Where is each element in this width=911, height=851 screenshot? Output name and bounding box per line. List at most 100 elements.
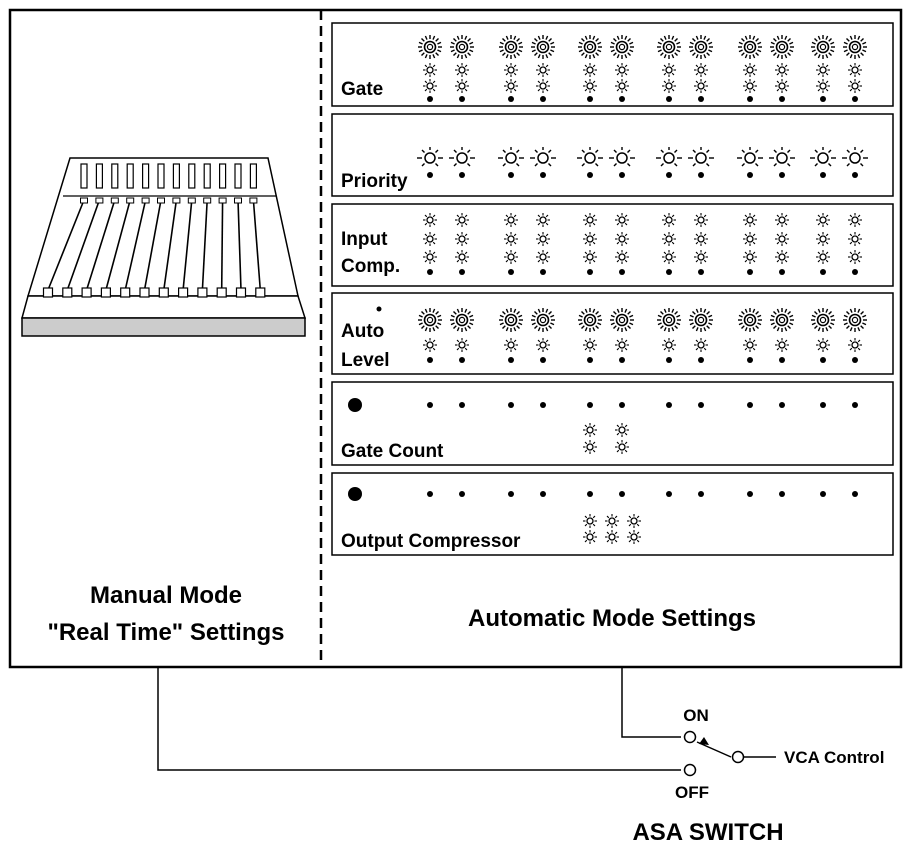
- priority-dot: [779, 172, 785, 178]
- gate-dot: [427, 96, 433, 102]
- gate-lamp-large: [810, 34, 836, 60]
- auto-level-lamp-large: [609, 307, 635, 333]
- input-comp-lamp: [742, 231, 758, 247]
- input-comp-lamp: [535, 212, 551, 228]
- fader-meter: [249, 163, 257, 189]
- priority-label: Priority: [341, 171, 408, 192]
- gate-lamp-small: [661, 78, 677, 94]
- fader-meter: [157, 163, 165, 189]
- fader-knob: [139, 287, 150, 298]
- fader-knob: [62, 287, 73, 298]
- gate-lamp-large: [656, 34, 682, 60]
- gate-dot: [508, 96, 514, 102]
- auto-level-dot: [427, 357, 433, 363]
- input-comp-lamp: [422, 212, 438, 228]
- input-comp-lamp: [582, 231, 598, 247]
- gate-lamp-small: [742, 62, 758, 78]
- priority-lamp: [416, 146, 444, 167]
- gate-count-dot: [619, 402, 625, 408]
- auto-level-lamp-small: [693, 337, 709, 353]
- fader: [249, 163, 266, 298]
- automatic-mode-title: Automatic Mode Settings: [468, 605, 756, 632]
- auto-level-lamp-small: [454, 337, 470, 353]
- input-comp-lamp: [742, 249, 758, 265]
- fader: [62, 163, 104, 298]
- fader-knob: [42, 287, 54, 298]
- input-comp-lamp: [582, 249, 598, 265]
- fader-meter: [188, 163, 196, 189]
- fader: [139, 163, 165, 298]
- fader-track: [85, 199, 116, 291]
- fader: [81, 163, 119, 298]
- input-comp-lamp: [742, 212, 758, 228]
- fader-knob: [81, 287, 92, 298]
- input-comp-dot: [666, 269, 672, 275]
- auto-level-dot: [508, 357, 514, 363]
- fader-meter: [172, 163, 180, 189]
- priority-lamp: [448, 146, 476, 167]
- switch-on-label: ON: [683, 706, 709, 725]
- input-comp-lamp: [693, 249, 709, 265]
- input-comp-lamp: [503, 212, 519, 228]
- output-comp-dot: [820, 491, 826, 497]
- auto-level-lamp-small: [503, 337, 519, 353]
- gate-lamp-small: [582, 78, 598, 94]
- input-comp-lamp: [774, 249, 790, 265]
- fader-track: [237, 199, 242, 291]
- fader-knob: [158, 287, 169, 298]
- fader: [158, 163, 181, 298]
- fader-knob: [255, 287, 266, 298]
- input-comp-lamp: [815, 231, 831, 247]
- gate-lamp-small: [815, 62, 831, 78]
- fader-cap-top: [80, 197, 88, 204]
- output-comp-dot: [779, 491, 785, 497]
- gate-lamp-small: [582, 62, 598, 78]
- gate-lamp-small: [422, 78, 438, 94]
- priority-lamp: [576, 146, 604, 167]
- gate-lamp-small: [535, 62, 551, 78]
- auto-level-lamp-small: [815, 337, 831, 353]
- gate-count-lamp: [614, 422, 630, 438]
- gate-lamp-small: [847, 78, 863, 94]
- auto-level-lamp-small: [742, 337, 758, 353]
- auto-level-lamp-large: [688, 307, 714, 333]
- gate-dot: [540, 96, 546, 102]
- input-comp-lamp: [815, 212, 831, 228]
- fader-knob: [197, 287, 208, 298]
- gate-count-main-dot: [348, 398, 362, 412]
- priority-lamp: [608, 146, 636, 167]
- gate-lamp-large: [577, 34, 603, 60]
- fader-knob: [178, 287, 189, 298]
- fader-track: [143, 199, 162, 291]
- input-comp-lamp: [454, 231, 470, 247]
- auto-level-label-line2: Level: [341, 350, 390, 371]
- auto-level-dot: [540, 357, 546, 363]
- auto-level-lamp-large: [842, 307, 868, 333]
- input-comp-lamp: [454, 249, 470, 265]
- input-comp-dot: [540, 269, 546, 275]
- gate-lamp-small: [847, 62, 863, 78]
- outer-frame: [8, 8, 903, 669]
- gate-lamp-small: [614, 78, 630, 94]
- input-comp-lamp: [693, 212, 709, 228]
- output-comp-dot: [427, 491, 433, 497]
- fader-meter: [80, 163, 88, 189]
- gate-count-dot: [820, 402, 826, 408]
- auto-level-lamp-large: [449, 307, 475, 333]
- fader-cap-top: [218, 197, 227, 204]
- input-comp-lamp: [614, 249, 630, 265]
- fader-meter: [142, 163, 150, 189]
- auto-level-dot: [747, 357, 753, 363]
- gate-lamp-small: [661, 62, 677, 78]
- input-comp-lamp: [774, 231, 790, 247]
- output-comp-lamp: [582, 529, 598, 545]
- output-comp-dot: [508, 491, 514, 497]
- input-comp-lamp: [503, 249, 519, 265]
- panel-priority: [331, 113, 894, 197]
- gate-lamp-large: [842, 34, 868, 60]
- gate-count-dot: [459, 402, 465, 408]
- input-comp-lamp: [661, 212, 677, 228]
- gate-lamp-small: [422, 62, 438, 78]
- panel-output-compressor: [331, 472, 894, 556]
